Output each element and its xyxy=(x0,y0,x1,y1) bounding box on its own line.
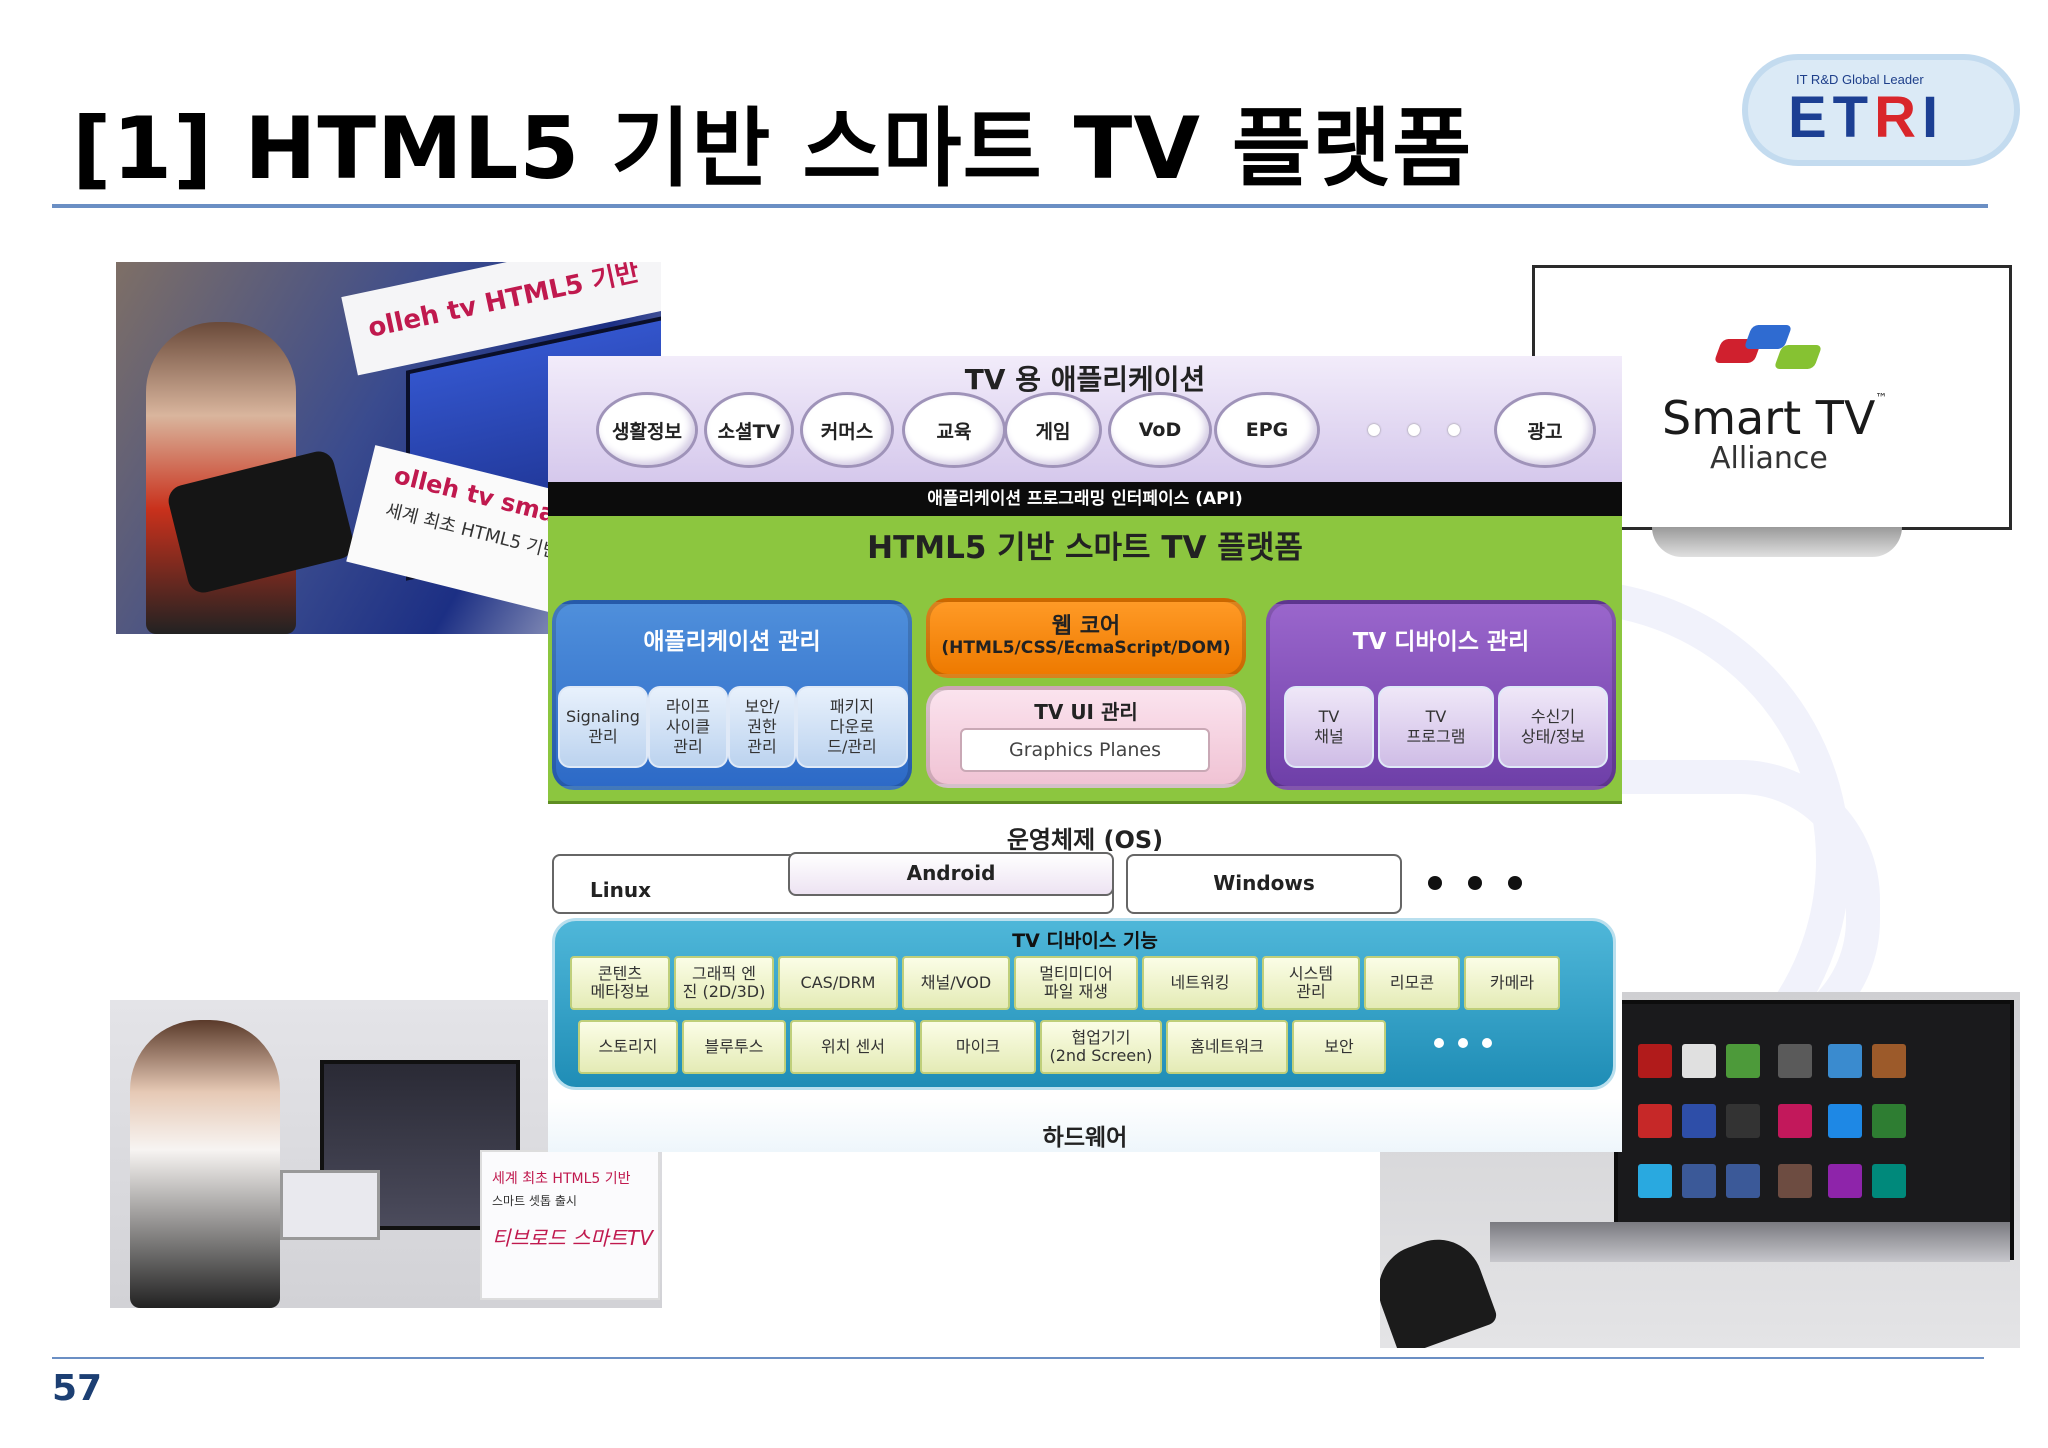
web-core-title: 웹 코어 xyxy=(1051,614,1121,639)
platform-title: HTML5 기반 스마트 TV 플랫폼 xyxy=(867,530,1303,566)
device-function-cell: 홈네트워크 xyxy=(1166,1020,1288,1074)
hardware-label: 하드웨어 xyxy=(1042,1125,1128,1151)
tv-device-mgmt-item: TV 프로그램 xyxy=(1378,686,1494,768)
ellipsis-dot xyxy=(1468,876,1482,890)
web-core-subtitle: (HTML5/CSS/EcmaScript/DOM) xyxy=(941,638,1231,658)
device-function-cell: 스토리지 xyxy=(578,1020,678,1074)
alliance-wordmark: Alliance xyxy=(1710,441,1828,476)
app-oval: 생활정보 xyxy=(596,392,698,468)
device-function-cell: 마이크 xyxy=(920,1020,1036,1074)
app-oval: 커머스 xyxy=(800,392,894,468)
app-management-item: 라이프 사이클 관리 xyxy=(648,686,728,768)
app-management-title: 애플리케이션 관리 xyxy=(643,629,821,655)
device-function-cell: 보안 xyxy=(1292,1020,1386,1074)
ellipsis-dot xyxy=(1458,1038,1468,1048)
magic-remote xyxy=(1380,1227,1499,1348)
ellipsis-dot xyxy=(1508,876,1522,890)
launch-sign: 세계 최초 HTML5 기반 스마트 셋톱 출시 티브로드 스마트TV xyxy=(480,1150,660,1300)
tablet xyxy=(280,1170,380,1240)
hardware-layer xyxy=(548,1098,1622,1152)
device-function-cell: 카메라 xyxy=(1464,956,1560,1010)
app-dock xyxy=(1490,1222,2010,1262)
device-function-cell: 시스템 관리 xyxy=(1262,956,1360,1010)
device-function-cell: 협업기기 (2nd Screen) xyxy=(1040,1020,1162,1074)
tv-ui-title: TV UI 관리 xyxy=(1034,700,1138,724)
tv-device-mgmt-title: TV 디바이스 관리 xyxy=(1352,629,1530,655)
app-oval: VoD xyxy=(1108,392,1212,468)
os-windows-box: Windows xyxy=(1126,854,1402,914)
device-function-cell: 콘텐츠 메타정보 xyxy=(570,956,670,1010)
alliance-logo-icon xyxy=(1713,325,1828,375)
logo-tagline: IT R&D Global Leader xyxy=(1796,72,1924,87)
presenter xyxy=(130,1020,280,1308)
title-rule xyxy=(52,204,1988,208)
device-functions-title: TV 디바이스 기능 xyxy=(1012,930,1158,952)
tv-stand xyxy=(1652,527,1902,557)
app-oval: EPG xyxy=(1214,392,1320,468)
api-bar: 애플리케이션 프로그래밍 인터페이스 (API) xyxy=(548,482,1622,516)
tv-device-mgmt-item: 수신기 상태/정보 xyxy=(1498,686,1608,768)
footer-rule xyxy=(52,1357,1984,1359)
device-function-cell: 리모콘 xyxy=(1364,956,1460,1010)
tv-device-mgmt-item: TV 채널 xyxy=(1284,686,1374,768)
logo-wordmark: ETRI xyxy=(1788,85,1945,150)
ellipsis-dot xyxy=(1428,876,1442,890)
page-number: 57 xyxy=(52,1368,103,1409)
device-function-cell: 네트워킹 xyxy=(1142,956,1258,1010)
device-function-cell: 그래픽 엔 진 (2D/3D) xyxy=(674,956,774,1010)
app-oval: 게임 xyxy=(1004,392,1102,468)
os-layer-title: 운영체제 (OS) xyxy=(1006,826,1164,854)
apps-layer-title: TV 용 애플리케이션 xyxy=(964,363,1206,396)
smart-tv-platform-diagram: TV 용 애플리케이션 생활정보 소셜TV 커머스 교육 게임 VoD EPG … xyxy=(548,356,1622,1152)
device-function-cell: 채널/VOD xyxy=(902,956,1010,1010)
tv-screen xyxy=(1614,1000,2014,1260)
app-management-item: 패키지 다운로 드/관리 xyxy=(796,686,908,768)
app-management-item: Signaling 관리 xyxy=(558,686,648,768)
graphics-planes-box: Graphics Planes xyxy=(960,728,1210,772)
ellipsis-dot xyxy=(1482,1038,1492,1048)
ellipsis-dot xyxy=(1368,424,1380,436)
web-core-panel xyxy=(926,598,1246,678)
ellipsis-dot xyxy=(1448,424,1460,436)
device-function-cell: 위치 센서 xyxy=(790,1020,916,1074)
device-function-cell: CAS/DRM xyxy=(778,956,898,1010)
app-oval: 광고 xyxy=(1494,392,1596,468)
slide-title: [1] HTML5 기반 스마트 TV 플랫폼 xyxy=(72,99,1473,199)
ellipsis-dot xyxy=(1434,1038,1444,1048)
app-management-item: 보안/ 권한 관리 xyxy=(728,686,796,768)
smarttv-wordmark: Smart TV™ xyxy=(1662,391,1888,445)
device-function-cell: 블루투스 xyxy=(682,1020,786,1074)
os-android-box: Android xyxy=(788,852,1114,896)
ellipsis-dot xyxy=(1408,424,1420,436)
app-oval: 교육 xyxy=(902,392,1006,468)
device-function-cell: 멀티미디어 파일 재생 xyxy=(1014,956,1138,1010)
app-oval: 소셜TV xyxy=(704,392,794,468)
etri-logo: IT R&D Global Leader ETRI xyxy=(1742,54,2020,166)
